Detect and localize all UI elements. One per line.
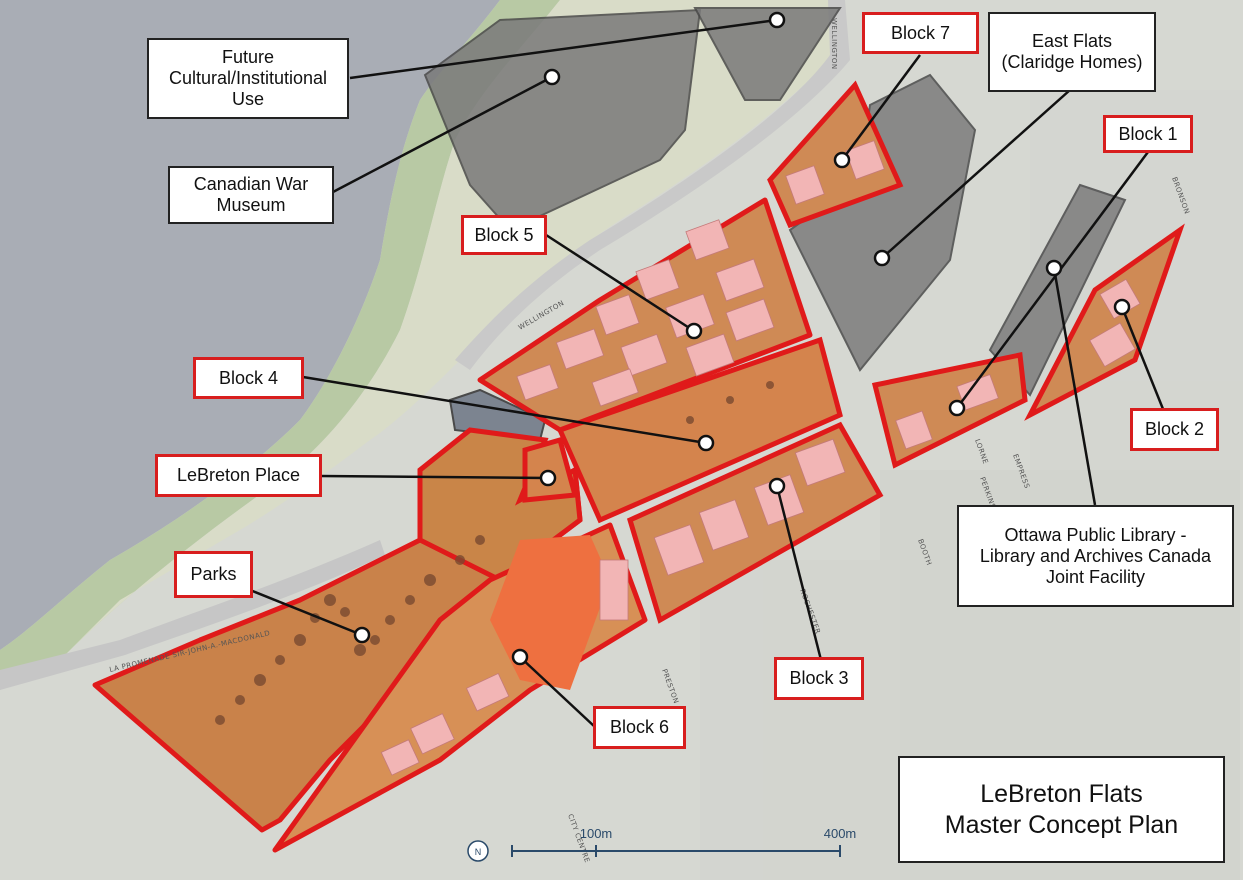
promenade-road xyxy=(0,540,385,690)
block-5-area xyxy=(477,197,813,433)
library-line-3: Joint Facility xyxy=(1045,566,1146,587)
east-flats-line-1: East Flats xyxy=(1031,31,1113,51)
future-use-line-1: Future xyxy=(221,47,275,67)
future-use-line-2: Cultural/Institutional xyxy=(168,68,328,88)
war-museum-line-2: Museum xyxy=(216,195,286,215)
map-title: LeBreton Flats Master Concept Plan xyxy=(898,756,1225,863)
parks-text: Parks xyxy=(190,564,237,584)
leader-lines xyxy=(249,18,1167,728)
title-line-1: LeBreton Flats xyxy=(980,779,1143,808)
label-block-3: Block 3 xyxy=(774,657,864,700)
future-use-line-3: Use xyxy=(231,89,264,109)
block-2-area xyxy=(1024,223,1185,421)
north-arrow-icon xyxy=(467,840,489,862)
block-4-text: Block 4 xyxy=(218,367,279,388)
label-block-7: Block 7 xyxy=(862,12,979,54)
label-block-6: Block 6 xyxy=(593,706,686,749)
label-library: Ottawa Public Library - Library and Arch… xyxy=(957,505,1234,607)
block-2-text: Block 2 xyxy=(1144,419,1205,439)
label-block-2: Block 2 xyxy=(1130,408,1219,451)
future-cultural-site xyxy=(423,8,702,232)
title-line-2: Master Concept Plan xyxy=(944,810,1179,839)
street-wellington-north: WELLINGTON xyxy=(830,18,838,70)
label-parks: Parks xyxy=(174,551,253,598)
buildings xyxy=(380,140,1141,776)
label-block-5: Block 5 xyxy=(461,215,547,255)
label-east-flats: East Flats (Claridge Homes) xyxy=(988,12,1156,92)
label-war-museum: Canadian War Museum xyxy=(168,166,334,224)
scale-400m: 400m xyxy=(824,826,857,841)
block-1-text: Block 1 xyxy=(1118,123,1178,144)
park-trees xyxy=(215,381,774,725)
aqueduct-basin xyxy=(448,388,547,442)
east-flats-line-2: (Claridge Homes) xyxy=(1001,52,1143,72)
lebreton-place-text: LeBreton Place xyxy=(176,465,301,485)
north-label: N xyxy=(475,847,482,857)
label-block-4: Block 4 xyxy=(193,357,304,399)
north-gray-site xyxy=(693,7,842,101)
block-6-text: Block 6 xyxy=(609,717,670,737)
scale-100m: 100m xyxy=(580,826,613,841)
ottawa-river xyxy=(0,0,500,650)
scale-bar: N 100m 400m xyxy=(467,826,857,862)
block-3-text: Block 3 xyxy=(789,668,849,688)
label-block-1: Block 1 xyxy=(1103,115,1193,153)
wellington-road xyxy=(455,0,850,370)
anchor-points xyxy=(353,11,1131,666)
library-line-2: Library and Archives Canada xyxy=(979,545,1212,566)
block-5-text: Block 5 xyxy=(474,224,534,245)
label-lebreton-place: LeBreton Place xyxy=(155,454,322,497)
war-museum-line-1: Canadian War xyxy=(193,174,309,194)
library-line-1: Ottawa Public Library - xyxy=(1004,524,1187,545)
block-7-text: Block 7 xyxy=(890,22,951,43)
shoreline-park xyxy=(0,0,560,690)
label-future-use: Future Cultural/Institutional Use xyxy=(147,38,349,119)
